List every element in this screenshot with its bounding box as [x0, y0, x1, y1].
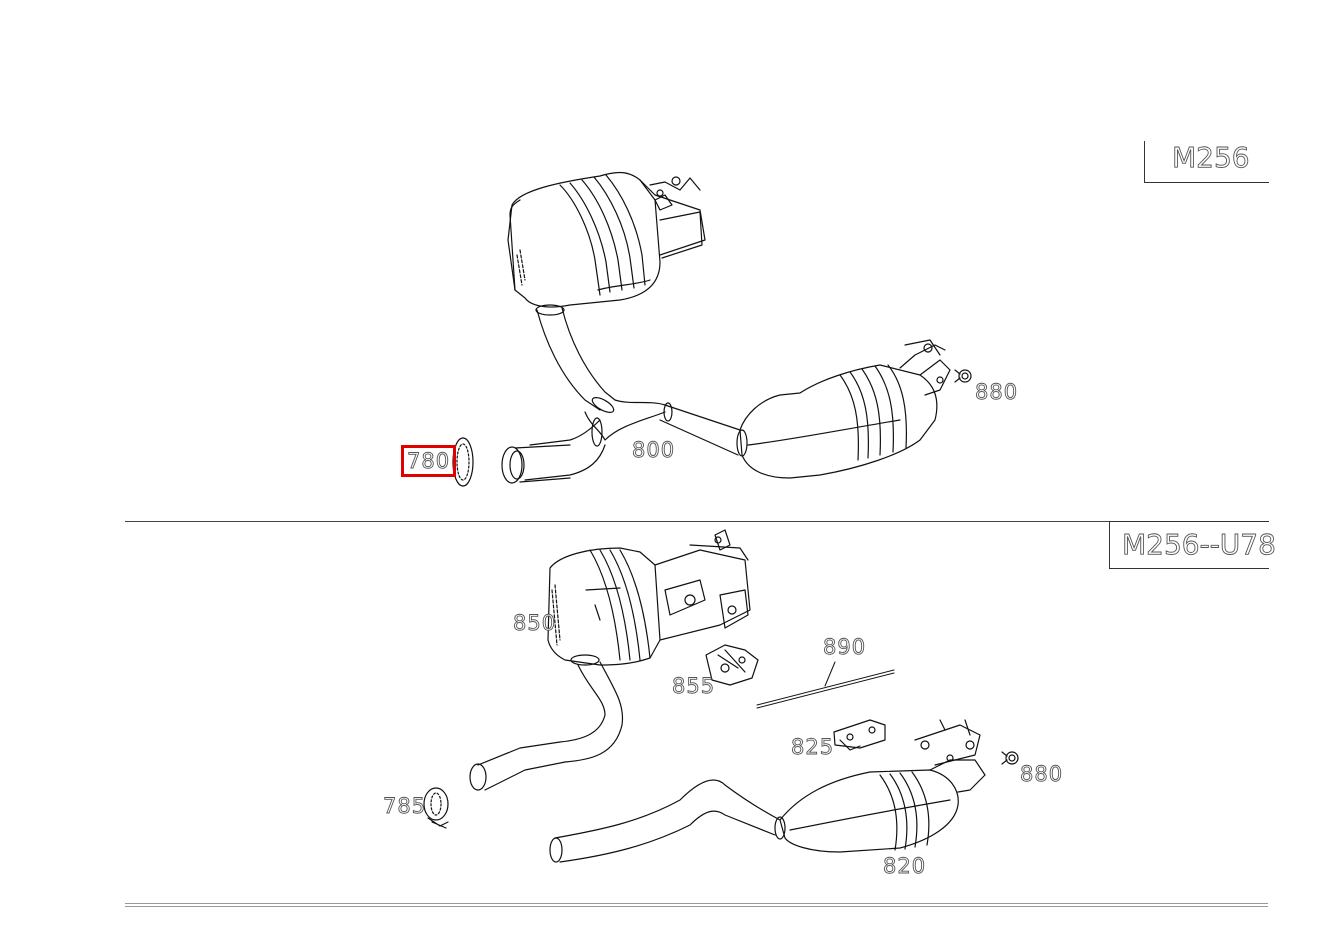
sensor-855-drawing [705, 644, 759, 686]
callout-880-lower[interactable]: 880 [1020, 762, 1064, 787]
callout-820[interactable]: 820 [883, 854, 927, 879]
callout-855[interactable]: 855 [672, 674, 716, 699]
callout-890[interactable]: 890 [823, 635, 867, 660]
catalytic-converter-820-drawing [549, 719, 1019, 863]
section-divider [125, 521, 1268, 522]
callout-850[interactable]: 850 [513, 611, 557, 636]
catalytic-converter-drawing [736, 339, 972, 479]
variant-box-m256-u78 [1109, 521, 1269, 569]
rod-890-drawing [756, 661, 895, 709]
variant-label-m256-u78: M256--U78 [1122, 528, 1277, 561]
callout-785[interactable]: 785 [383, 794, 427, 819]
callout-825[interactable]: 825 [791, 735, 835, 760]
clamp-785-drawing [423, 787, 449, 829]
rear-muffler-850-drawing [547, 529, 751, 666]
variant-box-m256 [1144, 141, 1269, 183]
footer-rule [125, 903, 1268, 907]
rear-muffler-drawing [507, 171, 706, 308]
pipe-800-drawing [501, 304, 741, 484]
variant-label-m256: M256 [1172, 141, 1251, 174]
upper-pipe-drawing [469, 661, 624, 791]
bracket-825-drawing [833, 719, 886, 751]
callout-880-upper[interactable]: 880 [975, 380, 1019, 405]
gasket-780-drawing [452, 437, 474, 487]
callout-780[interactable]: 780 [400, 445, 457, 477]
callout-800[interactable]: 800 [632, 438, 676, 463]
